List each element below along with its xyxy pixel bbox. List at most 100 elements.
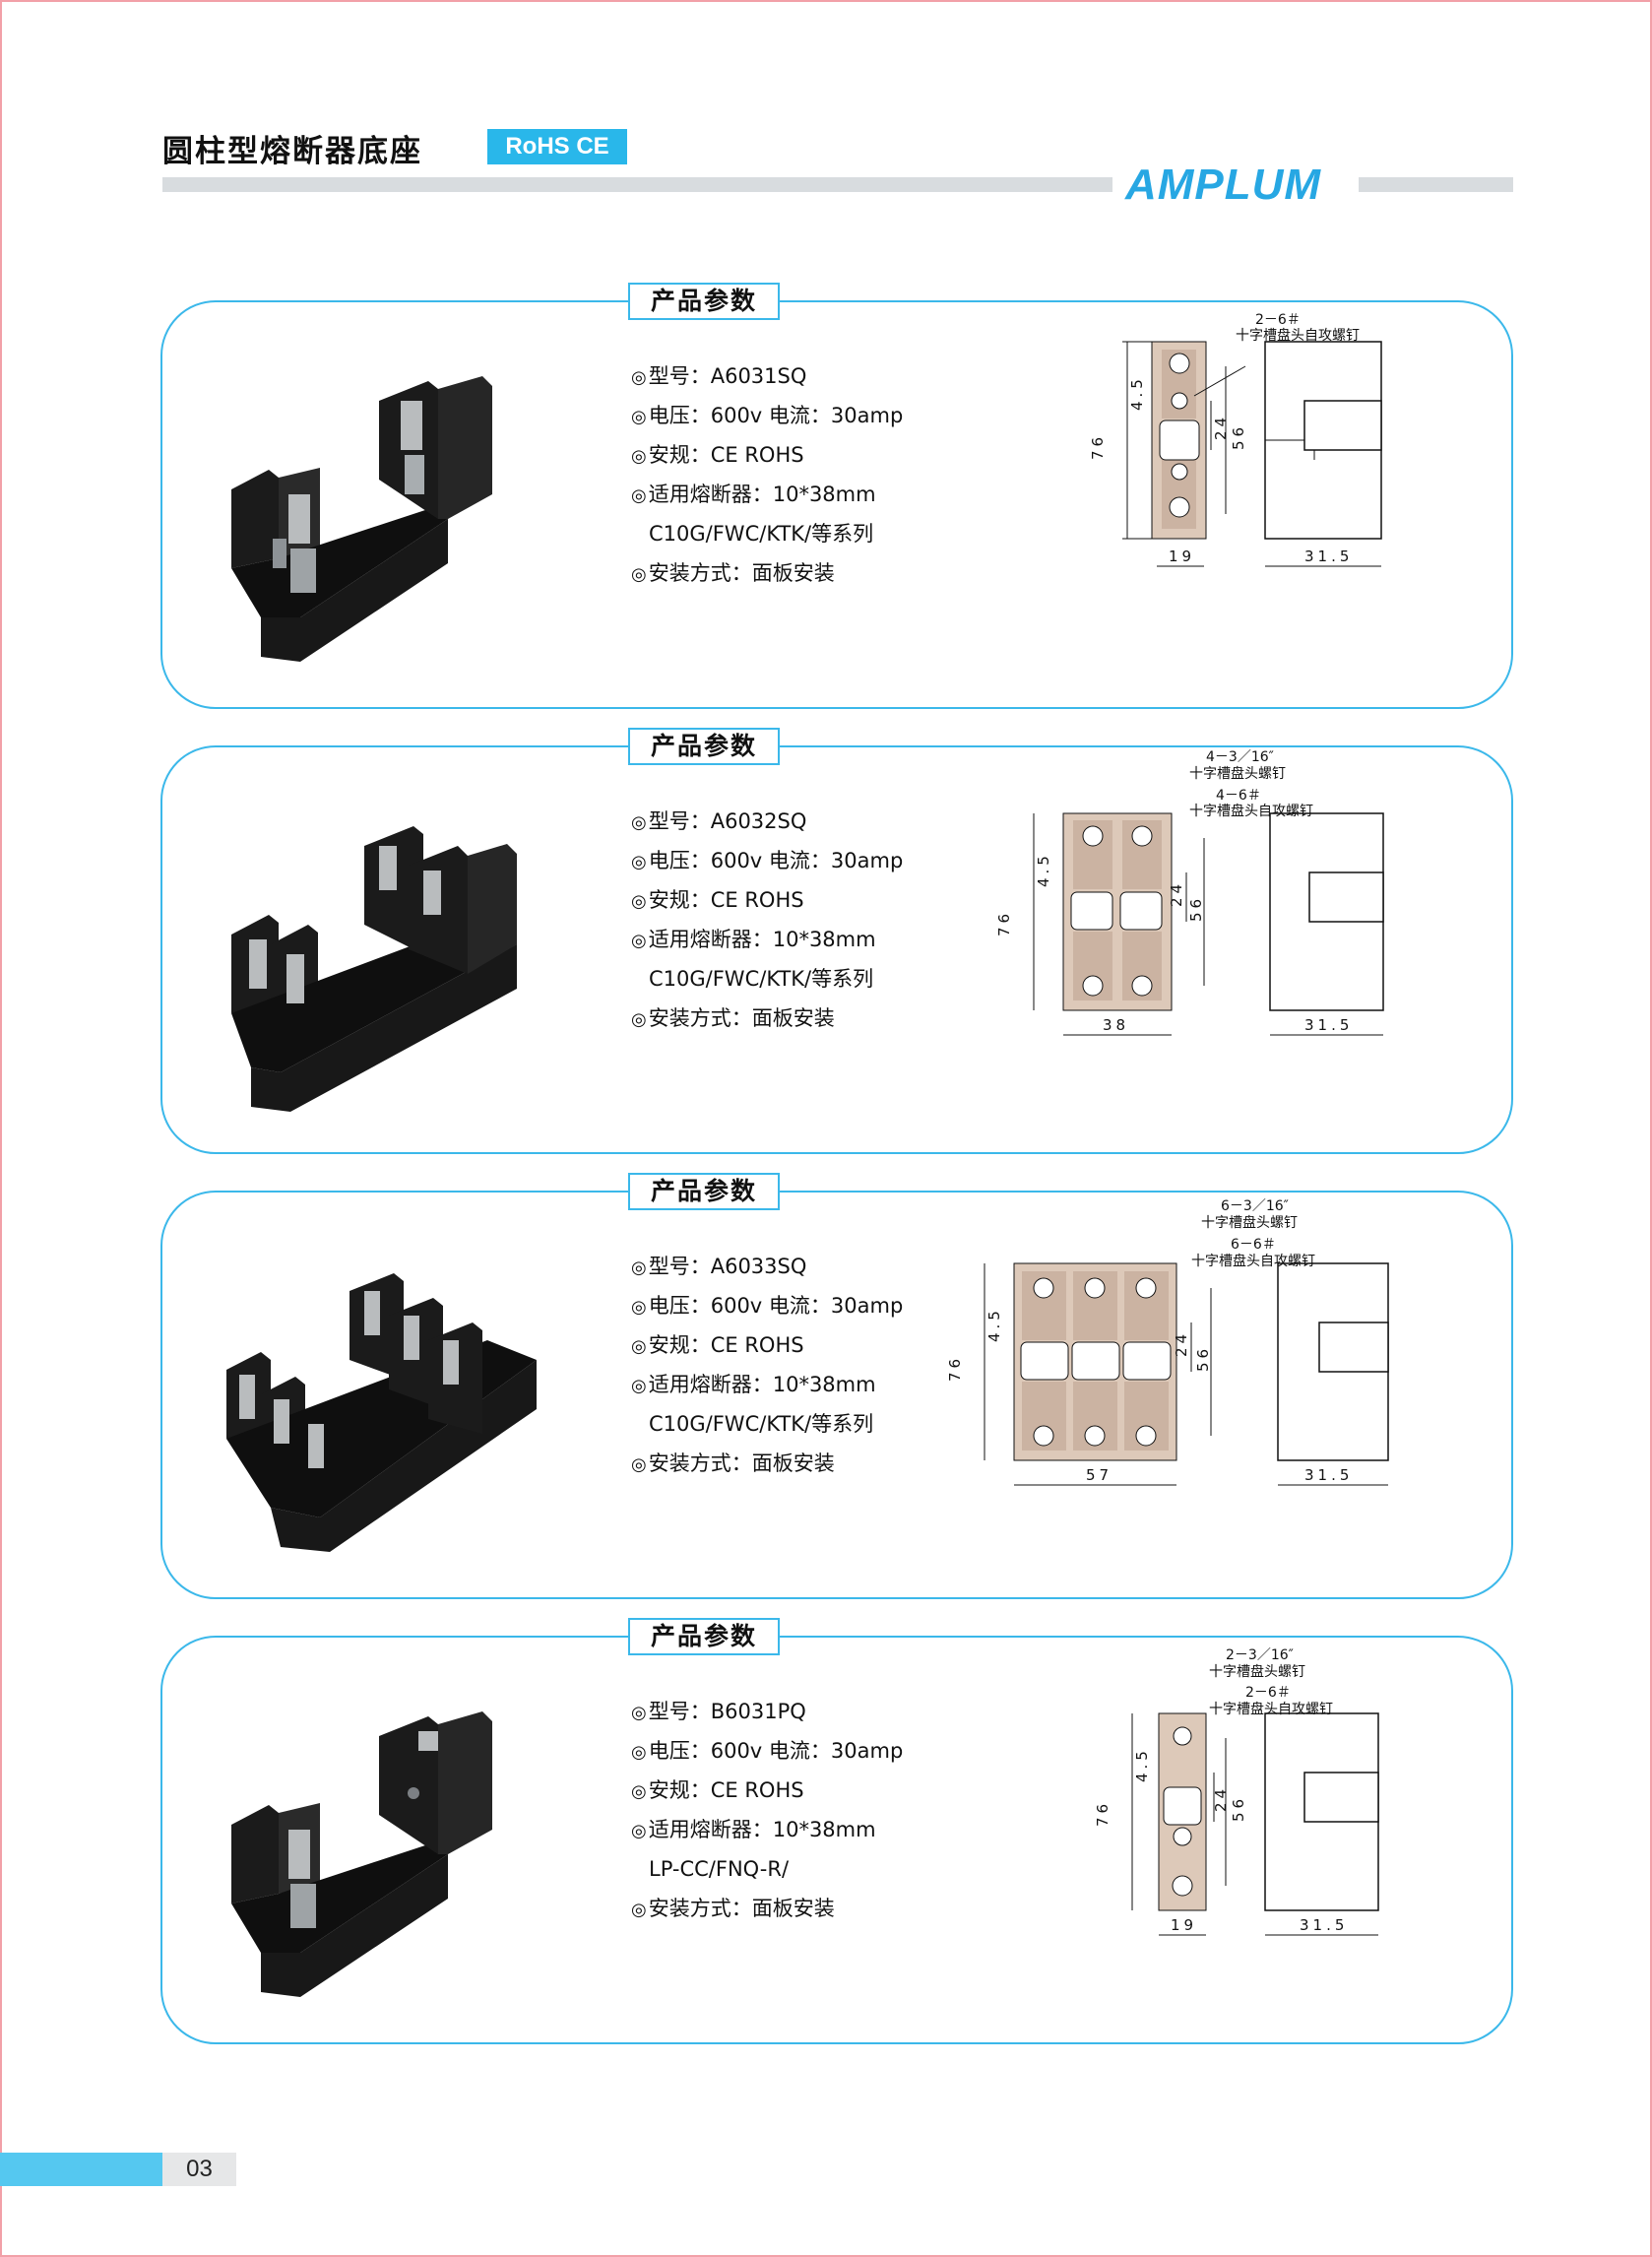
spec-model: ◎型号：A6033SQ <box>631 1255 807 1278</box>
spec-rating: ◎电压：600v 电流：30amp <box>631 1294 904 1318</box>
bullet-icon: ◎ <box>631 485 647 506</box>
spec-approval: ◎安规：CE ROHS <box>631 443 804 467</box>
dimension-drawing: 76 4.5 24 56 38 31.5 4－3／16″ 十字槽盘头螺钉 4－6… <box>995 749 1384 1036</box>
spec-mounting: ◎安装方式：面板安装 <box>631 1897 835 1920</box>
spec-approval: ◎安规：CE ROHS <box>631 888 804 912</box>
screw-note-desc: 十字槽盘头自攻螺钉 <box>1236 327 1360 344</box>
page-edge-top <box>0 0 1652 2</box>
dim-window: 24 <box>1173 1330 1190 1357</box>
spec-fuse: ◎适用熔断器：10*38mm <box>631 1373 876 1396</box>
spec-rating: ◎电压：600v 电流：30amp <box>631 404 904 427</box>
spec-list: ◎型号：A6033SQ ◎电压：600v 电流：30amp ◎安规：CE ROH… <box>631 1247 903 1483</box>
product-panel: 产品参数 ◎型号：A6032SQ ◎电压：600v 电流：30amp ◎安规：C… <box>160 728 1513 1154</box>
dim-mount: 56 <box>1187 895 1205 922</box>
spec-list: ◎型号：A6032SQ ◎电压：600v 电流：30amp ◎安规：CE ROH… <box>631 802 903 1038</box>
dim-height: 76 <box>995 910 1013 936</box>
screw-note-spec: 2－6＃ <box>1245 1685 1291 1701</box>
dim-mount: 56 <box>1230 423 1247 450</box>
page-number: 03 <box>162 2153 236 2186</box>
page-title: 圆柱型熔断器底座 <box>162 134 422 169</box>
dim-window: 24 <box>1168 880 1185 907</box>
product-panel: 产品参数 ◎型号：A6033SQ ◎电压：600v 电流：30amp ◎安规：C… <box>160 1173 1513 1599</box>
bullet-icon: ◎ <box>631 1009 647 1030</box>
page-edge-right <box>1650 0 1652 2257</box>
dim-pitch: 4.5 <box>1035 852 1052 887</box>
screw-note-spec: 4－6＃ <box>1216 788 1261 804</box>
dimension-drawing: 76 4.5 24 56 57 31.5 6－3／16″ 十字槽盘头螺钉 6－6… <box>946 1198 1389 1486</box>
spec-rating: ◎电压：600v 电流：30amp <box>631 1739 904 1763</box>
bullet-icon: ◎ <box>631 1703 647 1723</box>
screw-note-desc: 十字槽盘头自攻螺钉 <box>1191 1253 1315 1269</box>
bullet-icon: ◎ <box>631 1742 647 1763</box>
spec-fuse: ◎适用熔断器：10*38mm <box>631 928 876 951</box>
product-panel: 产品参数 ◎型号：A6031SQ ◎电压：600v 电流：30amp ◎安规：C… <box>160 283 1513 709</box>
bullet-icon: ◎ <box>631 564 647 585</box>
dim-window: 24 <box>1212 1785 1230 1812</box>
dim-pitch: 4.5 <box>1128 375 1146 411</box>
footer-bar <box>0 2153 162 2186</box>
spec-approval: ◎安规：CE ROHS <box>631 1333 804 1357</box>
spec-mounting: ◎安装方式：面板安装 <box>631 1451 835 1475</box>
dim-width: 19 <box>1169 548 1195 565</box>
spec-fuse: ◎适用熔断器：10*38mm <box>631 483 876 506</box>
product-photo <box>231 376 492 662</box>
section-label: 产品参数 <box>628 728 780 765</box>
section-label: 产品参数 <box>628 1618 780 1655</box>
dim-height: 76 <box>1089 433 1107 460</box>
spec-series: C10G/FWC/KTK/等系列 <box>649 1412 874 1436</box>
spec-series: C10G/FWC/KTK/等系列 <box>649 967 874 991</box>
dim-depth: 31.5 <box>1304 548 1353 565</box>
bullet-icon: ◎ <box>631 852 647 872</box>
dim-width: 57 <box>1086 1466 1112 1484</box>
product-photo <box>231 826 517 1112</box>
spec-mounting: ◎安装方式：面板安装 <box>631 1006 835 1030</box>
dim-mount: 56 <box>1194 1345 1212 1372</box>
bullet-icon: ◎ <box>631 1821 647 1841</box>
spec-mounting: ◎安装方式：面板安装 <box>631 561 835 585</box>
bullet-icon: ◎ <box>631 1336 647 1357</box>
screw-note-desc: 十字槽盘头自攻螺钉 <box>1189 803 1313 819</box>
dim-depth: 31.5 <box>1304 1016 1353 1034</box>
section-label: 产品参数 <box>628 283 780 320</box>
product-photo <box>231 1711 492 1997</box>
product-photo <box>226 1273 537 1552</box>
certification-badge: RoHS CE <box>487 129 627 164</box>
bullet-icon: ◎ <box>631 1781 647 1802</box>
dim-depth: 31.5 <box>1300 1916 1348 1934</box>
screw-note-spec: 6－3／16″ <box>1221 1198 1289 1214</box>
bullet-icon: ◎ <box>631 446 647 467</box>
spec-model: ◎型号：A6032SQ <box>631 809 807 833</box>
brand-logo: AMPLUM <box>1125 161 1322 209</box>
screw-note-spec: 2－6＃ <box>1255 312 1301 328</box>
bullet-icon: ◎ <box>631 407 647 427</box>
dim-width: 19 <box>1171 1916 1197 1934</box>
bullet-icon: ◎ <box>631 812 647 833</box>
dimension-drawing: 76 4.5 24 56 19 31.5 2－6＃ 十字槽盘头自攻螺钉 <box>1029 312 1382 567</box>
page-edge-left <box>0 0 2 2257</box>
spec-fuse: ◎适用熔断器：10*38mm <box>631 1818 876 1841</box>
screw-note-desc: 十字槽盘头螺钉 <box>1209 1663 1305 1680</box>
bullet-icon: ◎ <box>631 931 647 951</box>
bullet-icon: ◎ <box>631 1900 647 1920</box>
product-panel: 产品参数 ◎型号：B6031PQ ◎电压：600v 电流：30amp ◎安规：C… <box>160 1618 1513 2044</box>
bullet-icon: ◎ <box>631 1376 647 1396</box>
screw-note-desc: 十字槽盘头螺钉 <box>1189 765 1286 782</box>
spec-model: ◎型号：B6031PQ <box>631 1700 806 1723</box>
dim-height: 76 <box>946 1355 964 1382</box>
dim-pitch: 4.5 <box>985 1307 1003 1342</box>
bullet-icon: ◎ <box>631 1454 647 1475</box>
bullet-icon: ◎ <box>631 1257 647 1278</box>
screw-note-spec: 4－3／16″ <box>1206 749 1274 765</box>
header-rule-right <box>1359 177 1513 192</box>
spec-series: C10G/FWC/KTK/等系列 <box>649 522 874 546</box>
spec-rating: ◎电压：600v 电流：30amp <box>631 849 904 872</box>
dimension-drawing: 76 4.5 24 56 19 31.5 2－3／16″ 十字槽盘头螺钉 2－6… <box>1094 1647 1379 1936</box>
dim-height: 76 <box>1094 1800 1112 1827</box>
spec-model: ◎型号：A6031SQ <box>631 364 807 388</box>
screw-note-desc: 十字槽盘头螺钉 <box>1201 1214 1298 1231</box>
spec-list: ◎型号：B6031PQ ◎电压：600v 电流：30amp ◎安规：CE ROH… <box>631 1692 903 1928</box>
bullet-icon: ◎ <box>631 367 647 388</box>
dim-depth: 31.5 <box>1304 1466 1353 1484</box>
screw-note-desc: 十字槽盘头自攻螺钉 <box>1209 1701 1333 1717</box>
page-edge-bottom <box>0 2255 1652 2257</box>
